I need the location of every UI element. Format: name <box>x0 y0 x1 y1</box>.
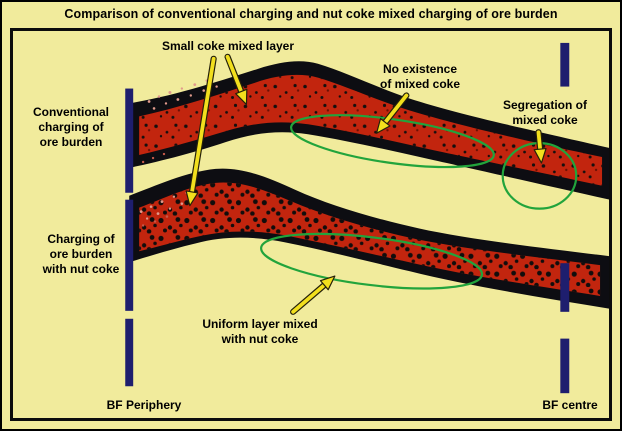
furnace-wall-left-1 <box>125 88 134 193</box>
label-segregation: Segregation of mixed coke <box>502 98 587 127</box>
arrow-no-existence <box>375 92 410 134</box>
furnace-wall-right-2 <box>560 263 570 312</box>
arrow-small-coke-to-top-band <box>224 53 248 106</box>
label-conventional-charging: Conventional charging of ore burden <box>32 105 109 149</box>
arrow-uniform-layer <box>290 275 336 315</box>
figure-title: Comparison of conventional charging and … <box>64 7 558 21</box>
label-bf-periphery: BF Periphery <box>106 398 182 412</box>
label-uniform-layer: Uniform layer mixed with nut coke <box>202 317 318 346</box>
label-no-existence: No existence of mixed coke <box>379 62 461 91</box>
furnace-wall-left-2 <box>125 199 134 311</box>
nutcoke-coke-speckles <box>139 182 601 296</box>
label-bf-centre: BF centre <box>542 398 598 412</box>
arrow-segregation <box>533 129 547 164</box>
conventional-coke-speckles <box>139 74 603 186</box>
diagram-panel <box>10 28 612 421</box>
arrow-small-coke-to-bottom-band <box>185 55 217 207</box>
fine-coke-speckles-top <box>141 79 218 164</box>
label-nutcoke-charging: Charging of ore burden with nut coke <box>42 232 120 276</box>
furnace-wall-left-3 <box>125 318 134 387</box>
label-small-coke-mixed-layer: Small coke mixed layer <box>161 39 295 53</box>
furnace-wall-right-1 <box>560 42 570 87</box>
highlight-uniform-layer <box>260 232 484 290</box>
highlight-no-mixed-coke <box>289 114 495 169</box>
burden-diagram <box>125 42 609 394</box>
furnace-wall-right-3 <box>560 338 570 394</box>
